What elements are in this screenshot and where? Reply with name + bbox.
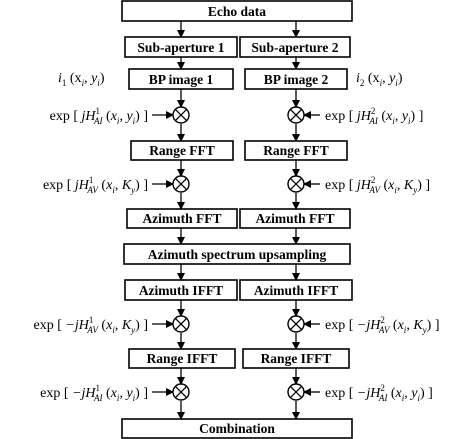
bp-image-2-label: BP image 2 <box>264 72 329 87</box>
node-range-ifft-1: Range IFFT <box>128 348 236 369</box>
node-azimuth-upsampling: Azimuth spectrum upsampling <box>123 243 351 265</box>
range-ifft-1-label: Range IFFT <box>147 351 218 366</box>
multiply-icon <box>172 315 190 333</box>
i1-label: i1 (xi, yi) <box>58 71 105 88</box>
multiply-icon <box>172 175 190 193</box>
azimuth-upsampling-label: Azimuth spectrum upsampling <box>148 247 327 262</box>
multiply-icon <box>172 106 190 124</box>
node-range-ifft-2: Range IFFT <box>242 348 350 369</box>
azimuth-fft-2-label: Azimuth FFT <box>255 211 334 226</box>
azimuth-ifft-1-label: Azimuth IFFT <box>139 283 223 298</box>
multiply-icon <box>287 106 305 124</box>
azimuth-fft-1-label: Azimuth FFT <box>142 211 221 226</box>
bp-image-1-label: BP image 1 <box>149 72 214 87</box>
node-azimuth-fft-1: Azimuth FFT <box>126 208 238 229</box>
node-combination: Combination <box>121 418 353 439</box>
node-echo-data: Echo data <box>121 0 353 22</box>
node-azimuth-fft-2: Azimuth FFT <box>239 208 351 229</box>
multiply-icon <box>287 315 305 333</box>
i2-label: i2 (xi, yi) <box>356 71 403 88</box>
node-sub-aperture-2: Sub-aperture 2 <box>239 36 351 58</box>
multiply-icon <box>172 383 190 401</box>
multiply-icon <box>287 383 305 401</box>
multiplier-nodes <box>172 106 305 401</box>
range-ifft-2-label: Range IFFT <box>261 351 332 366</box>
node-bp-image-1: BP image 1 <box>128 68 234 90</box>
node-azimuth-ifft-1: Azimuth IFFT <box>124 279 238 301</box>
range-fft-2-label: Range FFT <box>263 143 329 158</box>
sub-aperture-1-label: Sub-aperture 1 <box>137 40 224 55</box>
node-sub-aperture-1: Sub-aperture 1 <box>124 36 238 58</box>
node-range-fft-2: Range FFT <box>244 140 348 161</box>
sub-aperture-2-label: Sub-aperture 2 <box>251 40 338 55</box>
echo-data-label: Echo data <box>208 4 266 19</box>
multiply-icon <box>287 175 305 193</box>
azimuth-ifft-2-label: Azimuth IFFT <box>254 283 338 298</box>
node-azimuth-ifft-2: Azimuth IFFT <box>239 279 353 301</box>
range-fft-1-label: Range FFT <box>149 143 215 158</box>
edges <box>152 21 320 420</box>
combination-label: Combination <box>199 421 275 436</box>
node-range-fft-1: Range FFT <box>130 140 234 161</box>
node-bp-image-2: BP image 2 <box>244 68 348 90</box>
